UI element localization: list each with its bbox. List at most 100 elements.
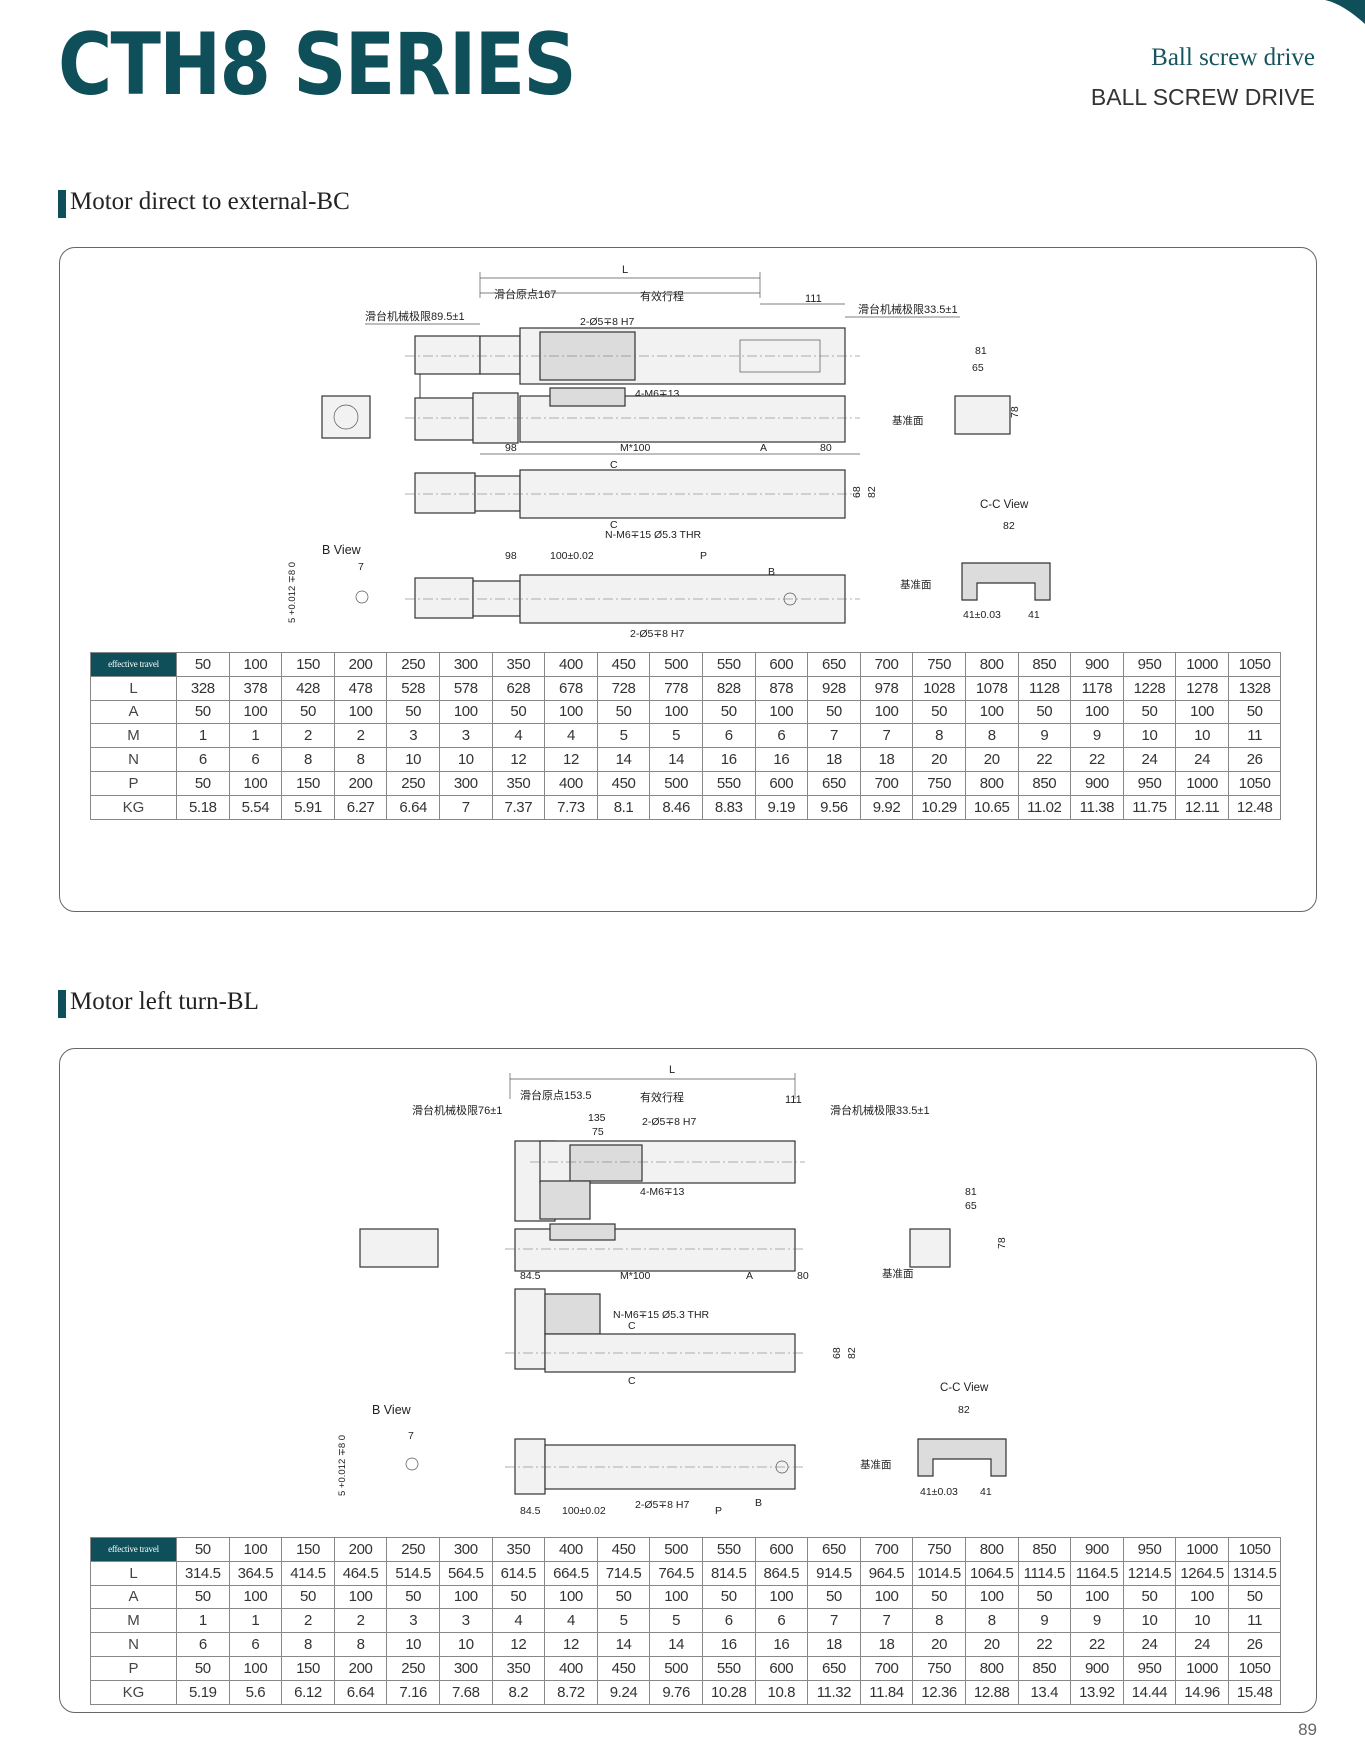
table-cell: 300: [438, 770, 493, 796]
table-cell: 2: [281, 1608, 335, 1634]
table-cell: 5: [649, 723, 703, 749]
header-cell: 550: [701, 652, 756, 677]
slider-top: [569, 1144, 643, 1182]
table-cell: 7: [807, 723, 861, 749]
table-cell: 16: [701, 747, 756, 772]
table-cell: 14.96: [1175, 1679, 1229, 1705]
table-cell: 1078: [964, 675, 1019, 701]
table-cell: 7: [807, 1608, 861, 1634]
table-cell: 150: [281, 770, 335, 796]
label-b-view: B View: [372, 1403, 412, 1417]
table-cell: 7.73: [544, 794, 598, 820]
table-cell: 450: [596, 1655, 651, 1681]
header-cell: 950: [1122, 1537, 1177, 1562]
table-cell: 650: [807, 1655, 861, 1681]
table-cell: 950: [1122, 1655, 1177, 1681]
table-cell: 50: [176, 770, 230, 796]
table-cell: 100: [1070, 699, 1124, 725]
dim-111: 111: [805, 293, 822, 305]
table-cell: 514.5: [386, 1560, 440, 1586]
table-cell: 750: [912, 1655, 966, 1681]
dim-m100: M*100: [620, 442, 651, 454]
table-cell: 400: [544, 1655, 598, 1681]
row-label: A: [90, 699, 177, 725]
table-cell: 10: [438, 1632, 493, 1657]
table-cell: 6: [176, 747, 230, 772]
header-cell: 200: [333, 652, 388, 677]
dim-41: 41: [980, 1486, 992, 1498]
header-cell: 700: [859, 1537, 914, 1562]
table-cell: 714.5: [596, 1560, 651, 1586]
table-cell: 11.02: [1017, 794, 1072, 820]
table-cell: 400: [544, 770, 598, 796]
table-cell: 16: [701, 1632, 756, 1657]
end-view-right: [909, 1228, 951, 1268]
table-cell: 1314.5: [1227, 1560, 1282, 1586]
table-cell: 50: [596, 1584, 651, 1610]
table-cell: 8.1: [596, 794, 651, 820]
header-cell: 700: [859, 652, 914, 677]
dim-80: 80: [797, 1270, 809, 1282]
section-heading-bl: Motor left turn-BL: [58, 988, 259, 1018]
corner-decoration: [1325, 0, 1365, 24]
table-cell: 800: [964, 1655, 1019, 1681]
table-cell: 9.24: [596, 1679, 651, 1705]
section-heading-text: Motor left turn-BL: [70, 988, 259, 1015]
table-cell: 9: [1017, 723, 1072, 749]
dim-68: 68: [831, 1347, 843, 1359]
dim-84-5: 84.5: [520, 1270, 541, 1282]
header-cell: 900: [1070, 1537, 1124, 1562]
table-cell: 6: [228, 747, 283, 772]
header-cell: 950: [1122, 652, 1177, 677]
label-effective-stroke: 有效行程: [640, 289, 684, 303]
table-cell: 11.32: [807, 1679, 861, 1705]
table-cell: 3: [386, 723, 440, 749]
table-cell: 900: [1070, 1655, 1124, 1681]
row-label: L: [90, 1560, 177, 1586]
label-mech-limit-right: 滑台机械极限33.5±1: [830, 1103, 930, 1117]
header-cell: 800: [964, 652, 1019, 677]
table-cell: 18: [807, 747, 861, 772]
sec-B: B: [768, 566, 775, 578]
label-pin-holes: 2-Ø5∓8 H7: [642, 1116, 696, 1128]
table-cell: 850: [1017, 770, 1072, 796]
motor-top: [414, 335, 481, 375]
table-cell: 100: [333, 699, 388, 725]
table-cell: 700: [859, 1655, 914, 1681]
table-cell: 8.2: [491, 1679, 546, 1705]
table-header-row: effective travel 50 100 150 200 250 300 …: [90, 652, 1282, 677]
table-cell: 7: [859, 1608, 914, 1634]
header-cell: 450: [596, 1537, 651, 1562]
table-cell: 3: [386, 1608, 440, 1634]
drawing-panel-bl: L 滑台原点153.5 有效行程 111 滑台机械极限76±1 滑台机械极限33…: [59, 1048, 1317, 1713]
header-cell: 500: [649, 652, 703, 677]
header-cell: 150: [281, 652, 335, 677]
label-datum-2: 基准面: [860, 1458, 892, 1471]
table-cell: 4: [544, 1608, 598, 1634]
table-cell: 100: [754, 699, 809, 725]
table-cell: 7: [438, 794, 493, 820]
table-cell: 100: [1175, 699, 1229, 725]
table-cell: 10: [386, 1632, 440, 1657]
row-label: P: [90, 1655, 177, 1681]
table-cell: 1214.5: [1122, 1560, 1177, 1586]
table-cell: 5.19: [176, 1679, 230, 1705]
table-cell: 100: [228, 770, 283, 796]
dim-75: 75: [592, 1126, 604, 1138]
table-cell: 578: [438, 675, 493, 701]
table-cell: 914.5: [807, 1560, 861, 1586]
table-cell: 10.65: [964, 794, 1019, 820]
header-cell: 850: [1017, 1537, 1072, 1562]
end-view-right: [954, 395, 1011, 435]
table-cell: 100: [228, 699, 283, 725]
table-cell: 6: [701, 723, 756, 749]
table-cell: 50: [1227, 1584, 1282, 1610]
table-cell: 5: [649, 1608, 703, 1634]
label-origin: 滑台原点153.5: [520, 1088, 592, 1102]
table-cell: 6: [754, 1608, 809, 1634]
